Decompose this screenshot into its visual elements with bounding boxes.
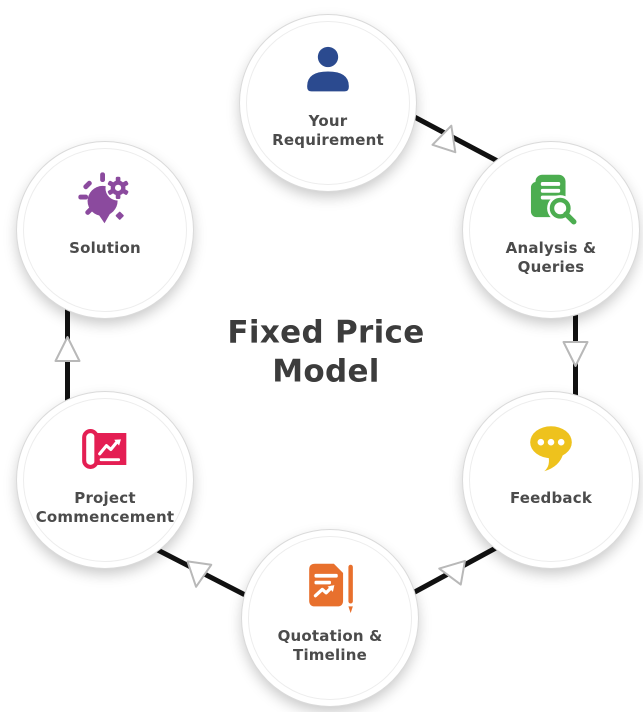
node-label: Solution [69, 239, 141, 257]
head-gear-icon [74, 168, 136, 230]
user-icon [297, 41, 359, 103]
arrowhead-requirement-analysis [431, 124, 457, 154]
diagram-title: Fixed Price Model [227, 314, 425, 389]
node-project-commencement: Project Commencement [17, 392, 193, 568]
node-your-requirement: Your Requirement [240, 15, 416, 191]
arrowhead-project-solution [54, 336, 81, 362]
blueprint-chart-icon [74, 418, 136, 480]
node-feedback: Feedback [463, 392, 639, 568]
node-solution: Solution [17, 142, 193, 318]
node-label: Feedback [509, 489, 593, 507]
node-quotation-timeline: Quotation & Timeline [242, 530, 418, 706]
document-magnifier-icon [520, 168, 582, 230]
arrowhead-quotation-project [186, 560, 213, 588]
speech-bubble-icon [520, 418, 582, 480]
node-label: Analysis & Queries [505, 239, 597, 276]
arrowhead-analysis-feedback [562, 341, 589, 367]
node-label: Your Requirement [272, 112, 384, 149]
arrowhead-feedback-quotation [438, 559, 466, 586]
node-label: Project Commencement [35, 489, 175, 526]
node-analysis-queries: Analysis & Queries [463, 142, 639, 318]
node-label: Quotation & Timeline [277, 627, 383, 664]
document-pen-icon [299, 556, 361, 618]
